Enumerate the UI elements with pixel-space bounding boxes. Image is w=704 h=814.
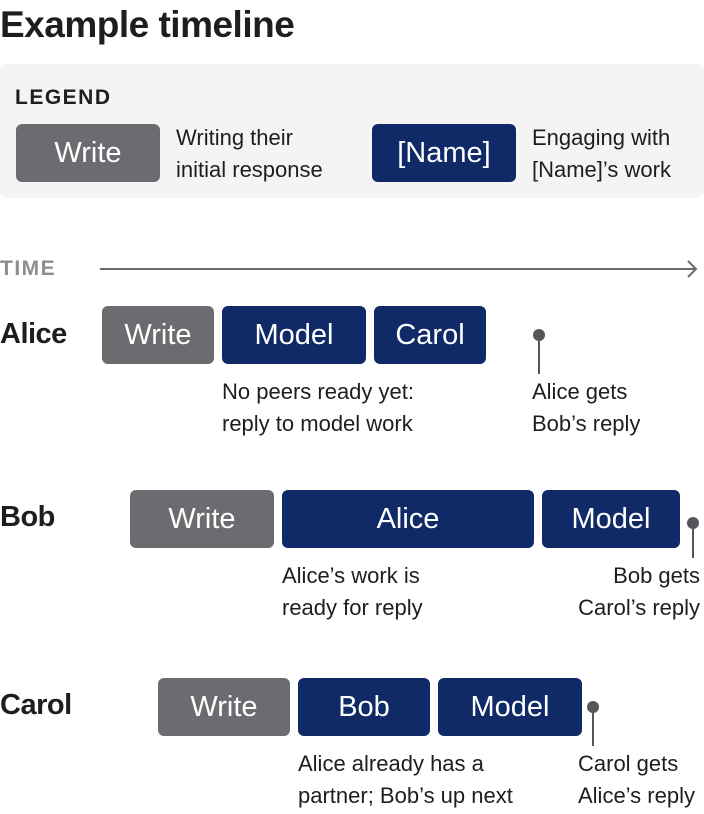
alice-block-model: Model <box>222 306 366 364</box>
bob-event-note: Bob gets Carol’s reply <box>578 560 700 624</box>
bob-note-line-2: ready for reply <box>282 595 423 620</box>
alice-event-stem <box>538 340 540 374</box>
bob-event-line-1: Bob gets <box>613 563 700 588</box>
legend-write-desc-line-2: initial response <box>176 157 323 182</box>
bob-event-marker-icon <box>687 517 699 529</box>
alice-note-line-2: reply to model work <box>222 411 413 436</box>
carol-event-stem <box>592 712 594 746</box>
alice-note: No peers ready yet: reply to model work <box>222 376 414 440</box>
carol-note: Alice already has a partner; Bob’s up ne… <box>298 748 513 812</box>
bob-block-model: Model <box>542 490 680 548</box>
legend-write-description: Writing their initial response <box>176 122 323 186</box>
bob-note-line-1: Alice’s work is <box>282 563 420 588</box>
legend-name-desc-line-1: Engaging with <box>532 125 671 150</box>
legend-write-desc-line-1: Writing their <box>176 125 293 150</box>
legend-name-desc-line-2: [Name]’s work <box>532 157 671 182</box>
carol-block-model: Model <box>438 678 582 736</box>
carol-block-write: Write <box>158 678 290 736</box>
row-name-carol: Carol <box>0 689 72 721</box>
carol-event-marker-icon <box>587 701 599 713</box>
bob-block-alice: Alice <box>282 490 534 548</box>
alice-event-note: Alice gets Bob’s reply <box>532 376 640 440</box>
alice-event-line-1: Alice gets <box>532 379 628 404</box>
alice-event-marker-icon <box>533 329 545 341</box>
legend-name-description: Engaging with [Name]’s work <box>532 122 671 186</box>
carol-note-line-1: Alice already has a <box>298 751 484 776</box>
alice-block-carol: Carol <box>374 306 486 364</box>
row-name-bob: Bob <box>0 501 55 533</box>
carol-block-bob: Bob <box>298 678 430 736</box>
page-title: Example timeline <box>0 4 295 45</box>
bob-block-write: Write <box>130 490 274 548</box>
row-name-alice: Alice <box>0 318 67 350</box>
bob-event-stem <box>692 528 694 558</box>
time-arrow-icon <box>100 260 698 278</box>
legend-name-chip: [Name] <box>372 124 516 182</box>
legend-heading: LEGEND <box>15 86 112 109</box>
carol-note-line-2: partner; Bob’s up next <box>298 783 513 808</box>
alice-event-line-2: Bob’s reply <box>532 411 641 436</box>
carol-event-line-1: Carol gets <box>578 751 679 776</box>
bob-event-line-2: Carol’s reply <box>578 595 700 620</box>
legend-write-chip: Write <box>16 124 160 182</box>
alice-note-line-1: No peers ready yet: <box>222 379 414 404</box>
carol-event-line-2: Alice’s reply <box>578 783 695 808</box>
time-axis-label: TIME <box>0 257 57 280</box>
alice-block-write: Write <box>102 306 214 364</box>
bob-note: Alice’s work is ready for reply <box>282 560 423 624</box>
carol-event-note: Carol gets Alice’s reply <box>578 748 695 812</box>
